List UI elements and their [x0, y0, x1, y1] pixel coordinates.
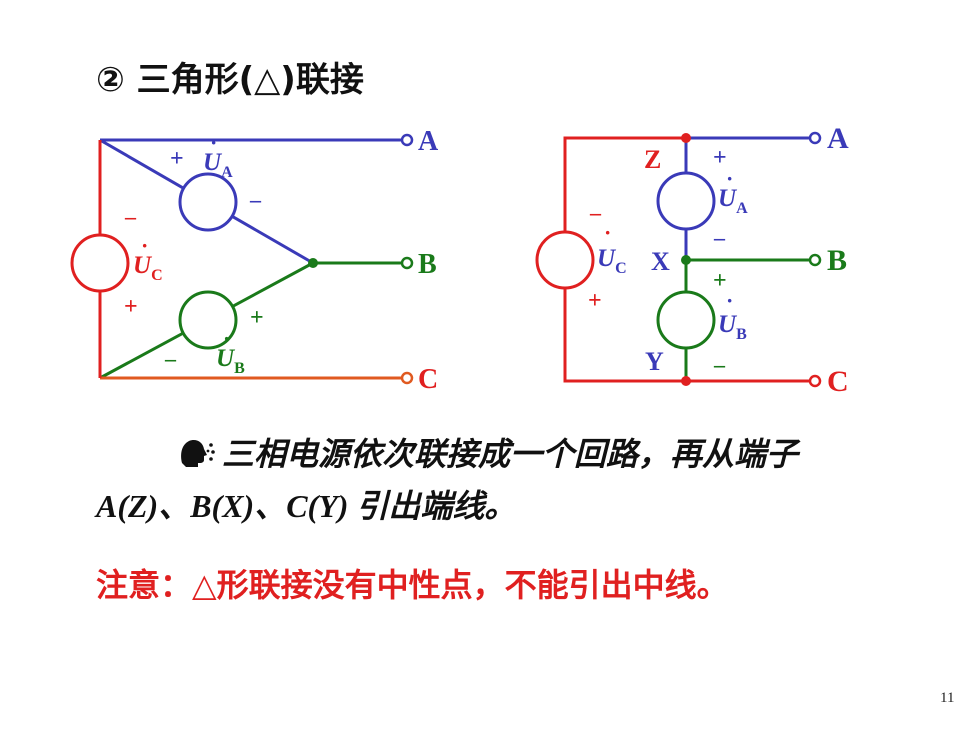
slide-title: ② 三角形(△)联接 [96, 60, 364, 100]
right-ub-symbol: UB [718, 311, 747, 343]
right-ua-minus: – [713, 225, 726, 250]
right-uc-minus: – [589, 200, 602, 225]
left-terminal-c [400, 371, 414, 385]
left-ub-sub: B [234, 360, 245, 377]
warning-note: 注意：△形联接没有中性点，不能引出中线。 [96, 566, 729, 604]
left-ub-name: U [216, 345, 236, 372]
left-delta-diagram: A B C + – · UA + – · UB – + · UC [70, 126, 439, 395]
right-source-uc [535, 230, 595, 290]
left-source-ub [178, 290, 238, 350]
right-node-z [681, 133, 691, 143]
right-node-x-label: X [651, 247, 670, 276]
right-terminal-a [808, 131, 822, 145]
right-ub-sub: B [736, 326, 747, 343]
left-source-ua [178, 172, 238, 232]
left-ua-name: U [203, 149, 223, 176]
right-uc-plus: + [588, 288, 602, 314]
left-ua-minus: – [249, 187, 262, 212]
left-uc-dot: · [141, 233, 148, 258]
left-junction-dot [308, 258, 318, 268]
left-source-uc [70, 233, 130, 293]
right-ua-plus: + [713, 145, 727, 171]
paragraph-line-2: A(Z)、B(X)、C(Y) 引出端线。 [96, 488, 517, 524]
left-ub-minus: – [164, 346, 177, 371]
right-node-y-label: Y [645, 347, 664, 376]
right-terminal-a-label: A [827, 122, 849, 155]
right-delta-diagram: A B C Z X Y + · UA – + · UB – – · UC + [535, 122, 849, 398]
right-ub-dot: · [726, 288, 733, 313]
right-node-z-label: Z [644, 145, 661, 174]
left-terminal-b-label: B [418, 249, 437, 280]
left-uc-symbol: UC [133, 252, 163, 284]
description-paragraph: 三相电源依次联接成一个回路，再从端子 A(Z)、B(X)、C(Y) 引出端线。 [96, 428, 926, 532]
right-terminal-b-label: B [827, 244, 847, 277]
left-ub-dot: · [223, 326, 230, 351]
right-terminal-c-label: C [827, 365, 849, 398]
right-ub-minus: – [713, 352, 726, 377]
right-ua-sub: A [736, 200, 748, 217]
left-ub-symbol: UB [216, 345, 245, 377]
speaking-head-icon [181, 439, 215, 467]
paragraph-line-1-text: 三相电源依次联接成一个回路，再从端子 [222, 435, 799, 473]
right-uc-name: U [597, 245, 617, 272]
left-ua-plus: + [170, 146, 184, 172]
left-ub-plus: + [250, 305, 264, 331]
right-uc-sub: C [615, 260, 627, 277]
right-ua-dot: · [726, 166, 733, 191]
left-ua-sub: A [221, 164, 233, 181]
left-uc-minus: – [124, 204, 137, 229]
right-uc-symbol: UC [597, 245, 627, 277]
right-source-ub [656, 290, 716, 350]
right-node-y [681, 376, 691, 386]
right-terminal-c [808, 374, 822, 388]
right-ub-plus: + [713, 268, 727, 294]
left-ua-dot: · [210, 130, 217, 155]
left-terminal-b [400, 256, 414, 270]
left-uc-plus: + [124, 294, 138, 320]
left-terminal-c-label: C [418, 364, 438, 395]
left-uc-name: U [133, 252, 153, 279]
right-uc-dot: · [604, 220, 611, 245]
circuit-diagrams: A B C + – · UA + – · UB – + · UC [70, 122, 849, 398]
right-source-ua [656, 171, 716, 231]
left-terminal-a [400, 133, 414, 147]
left-terminal-a-label: A [418, 126, 439, 157]
left-ua-symbol: UA [203, 149, 233, 181]
right-terminal-b [808, 253, 822, 267]
right-node-x [681, 255, 691, 265]
page-number: 11 [940, 690, 955, 706]
right-ua-name: U [718, 185, 738, 212]
right-ub-name: U [718, 311, 738, 338]
left-uc-sub: C [151, 267, 163, 284]
right-ua-symbol: UA [718, 185, 748, 217]
paragraph-line-1: 三相电源依次联接成一个回路，再从端子 [96, 428, 926, 480]
